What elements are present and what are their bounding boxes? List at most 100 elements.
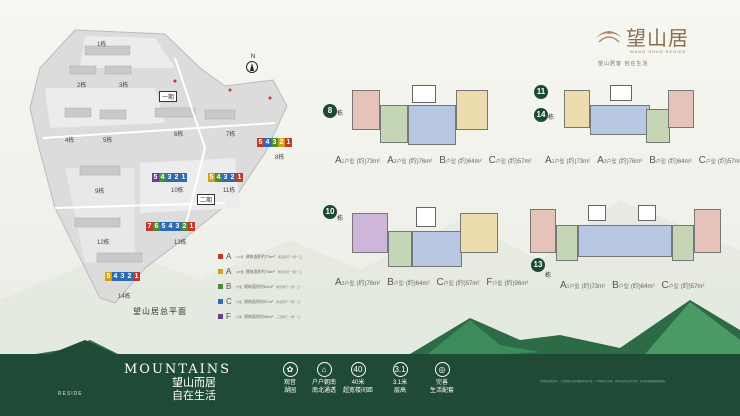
- feature-south-facing: ⌂ 户户朝南 南北通透: [304, 362, 344, 395]
- unit-chip: 3: [119, 272, 126, 281]
- house-icon: ⌂: [316, 362, 332, 377]
- legend-row-a3: A 3户型 建筑面积约76m² 两室两厅一厨一卫: [218, 264, 318, 279]
- building-label-14: 14栋: [118, 294, 131, 300]
- type-letter: A: [335, 277, 342, 288]
- legend-color-swatch: [218, 284, 223, 289]
- legend-subtype: 3户型: [236, 269, 244, 274]
- building-label-8: 8栋: [275, 155, 285, 161]
- legend-subtype: 户型: [236, 314, 243, 319]
- unit-b: [380, 105, 408, 143]
- north-compass: N: [246, 54, 260, 73]
- building-label-1: 1栋: [97, 42, 107, 48]
- unit-chip: 5: [208, 173, 215, 182]
- type-sub: 3户型: [603, 159, 617, 165]
- unit-chip: 4: [215, 173, 222, 182]
- unit-c: [412, 231, 462, 267]
- feature-line2: 湖园: [283, 388, 296, 394]
- type-area: (约)73m²: [356, 159, 381, 165]
- building-label-10: 10栋: [171, 188, 184, 194]
- unit-chip: 7: [146, 222, 153, 231]
- unit-c-row: [578, 225, 672, 257]
- legend-subtype: 户型: [236, 299, 243, 304]
- unit-chip: 5: [105, 272, 112, 281]
- building-label-3: 3栋: [119, 83, 129, 89]
- type-letter: A: [597, 155, 604, 166]
- footer-band: [0, 354, 740, 416]
- feature-line1: 40米: [351, 380, 365, 386]
- unit-a1: [352, 90, 380, 130]
- unit-chip: 4: [112, 272, 119, 281]
- unit-c: [590, 105, 650, 135]
- type-letter: A: [335, 155, 342, 166]
- type-area: (约)57m²: [680, 284, 705, 290]
- type-sub: 户型: [668, 284, 679, 290]
- unit-a1-left: [530, 209, 556, 253]
- legend-type: F: [226, 312, 231, 321]
- floor-plan-13: [528, 205, 723, 265]
- building-label-4: 4栋: [65, 138, 75, 144]
- building-11-badge: 11: [534, 85, 548, 99]
- unit-chip: 1: [285, 138, 292, 147]
- legal-disclaimer: 本资料仅供参考，户型面积以政府最终审批为准，户型图仅为示意，具体以实际交付为准，…: [540, 380, 668, 383]
- stair-core: [588, 205, 606, 221]
- stair-core: [638, 205, 656, 221]
- building-label-2: 2栋: [77, 83, 87, 89]
- unit-a3: [564, 90, 590, 128]
- unit-chip: 2: [181, 222, 188, 231]
- legend-row-b: B 户型 建筑面积约64m² 两室两厅一厨一卫: [218, 279, 318, 294]
- logo-english: WANG SHAN RESIDE: [630, 49, 687, 54]
- legend-desc: 两室两厅一厨一卫: [277, 254, 302, 259]
- reside-text: RESIDE: [58, 391, 83, 397]
- unit-b-left: [556, 225, 578, 261]
- legend-area: 建筑面积约57m²: [244, 298, 274, 304]
- unit-chip: 4: [167, 222, 174, 231]
- feature-lake: ✿ 观音 湖园: [270, 362, 310, 395]
- building-label-12: 12栋: [97, 240, 110, 246]
- type-letter: B: [387, 277, 394, 288]
- stair-core: [610, 85, 632, 101]
- building-11-units: 5 4 3 2 1: [208, 173, 243, 182]
- building-13-badge: 13: [531, 258, 545, 272]
- legend-color-swatch: [218, 299, 223, 304]
- unit-chip: 1: [188, 222, 195, 231]
- legend-area: 建筑面积约96m²: [244, 313, 274, 319]
- building-label-13: 13栋: [174, 240, 187, 246]
- type-letter: B: [649, 155, 656, 166]
- footer-mountain-ridge: [0, 340, 740, 360]
- floor-plan-8: [350, 85, 490, 147]
- legend-desc: 两室两厅一厨一卫: [277, 269, 302, 274]
- type-letter: B: [439, 155, 446, 166]
- building-8-badge: 8: [323, 104, 337, 118]
- unit-chip: 4: [264, 138, 271, 147]
- spacing-icon: 40: [350, 362, 366, 377]
- type-letter: A: [560, 280, 567, 291]
- slogan-line-2: 自在生活: [172, 389, 216, 402]
- phase-one-gate-label: 一期: [159, 91, 178, 102]
- type-sub: 户型: [618, 284, 629, 290]
- unit-c: [408, 105, 456, 145]
- unit-chip: 2: [278, 138, 285, 147]
- legend-color-swatch: [218, 314, 223, 319]
- legend-type: B: [226, 282, 232, 291]
- building-label-5: 5栋: [103, 138, 113, 144]
- type-sub: 3户型: [393, 159, 407, 165]
- type-area: (约)57m²: [455, 281, 480, 287]
- building-label-9: 9栋: [95, 189, 105, 195]
- type-area: (约)76m²: [408, 159, 433, 165]
- building-10-dong: 栋: [337, 216, 344, 222]
- unit-chip: 2: [173, 173, 180, 182]
- type-area: (约)76m²: [356, 281, 381, 287]
- amenities-icon: ◎: [434, 362, 450, 377]
- legend-area: 建筑面积约76m²: [245, 268, 275, 274]
